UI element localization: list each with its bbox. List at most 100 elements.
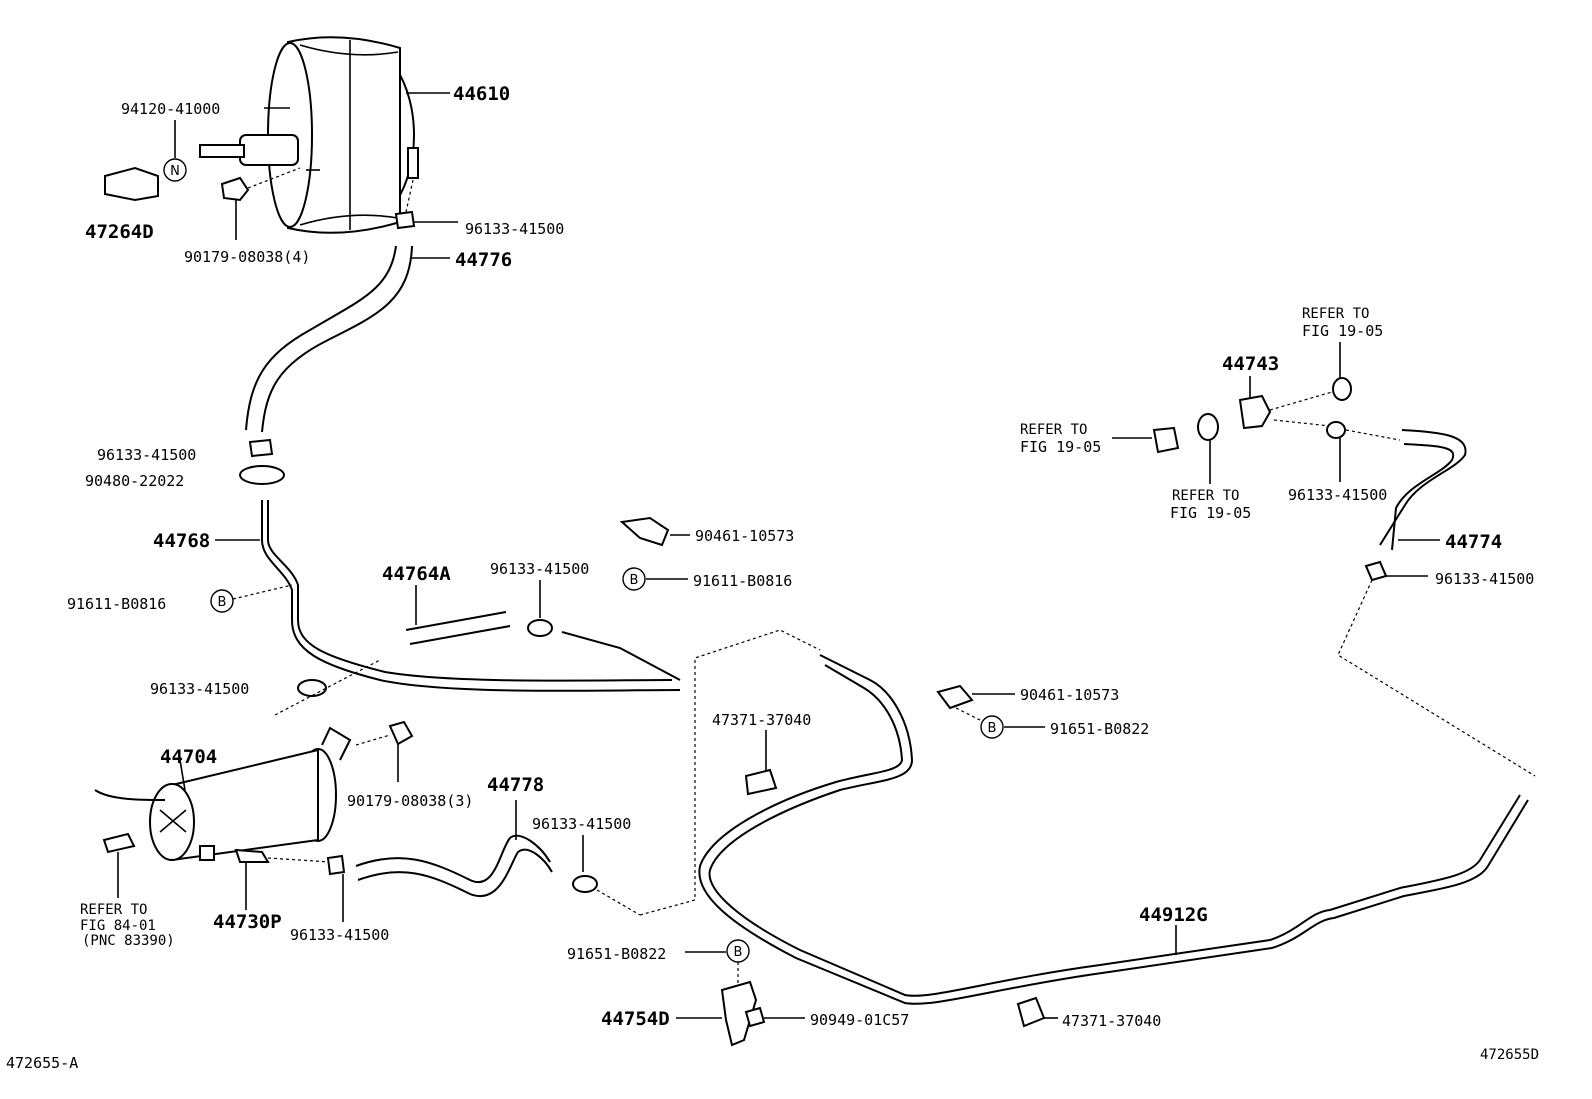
hose-44764A-edge [409, 625, 511, 645]
hose-44764A [405, 611, 507, 631]
label-91651-B0822-a: 91651-B0822 [567, 945, 666, 963]
label-44778: 44778 [487, 774, 544, 796]
clip-96133-41500-mid [248, 438, 274, 458]
label-90179-08038-4: 90179-08038(4) [184, 248, 310, 266]
washer-top [1332, 377, 1352, 401]
nut-90179-08038-3 [388, 720, 414, 746]
label-90461-10573-a: 90461-10573 [695, 527, 794, 545]
marker-n [163, 158, 187, 182]
label-44730P: 44730P [213, 911, 282, 933]
label-44743: 44743 [1222, 353, 1279, 375]
pnc-83390: (PNC 83390) [82, 933, 175, 949]
clip-96133-41500-top [394, 210, 416, 230]
switch-connector [1152, 426, 1180, 454]
label-44754D: 44754D [601, 1008, 670, 1030]
label-96133-41500-g: 96133-41500 [1288, 486, 1387, 504]
label-47371-37040-b: 47371-37040 [1062, 1012, 1161, 1030]
pipe-44912G-edge [698, 664, 1529, 1005]
grommet-90480-22022 [239, 465, 285, 485]
label-96133-41500-h: 96133-41500 [1435, 570, 1534, 588]
dotted-guide [267, 857, 331, 863]
label-96133-41500-c: 96133-41500 [150, 680, 249, 698]
marker-b-text: B [218, 595, 227, 610]
dotted-guide [232, 584, 293, 600]
marker-b [622, 567, 646, 591]
dotted-guide [355, 734, 391, 746]
canister-44704 [94, 726, 352, 862]
label-96133-41500-b: 96133-41500 [97, 446, 196, 464]
clip-47371-37040-a [744, 768, 778, 796]
dotted-guide [1337, 579, 1536, 777]
pipe-44768 [261, 500, 681, 692]
label-96133-41500-f: 96133-41500 [290, 926, 389, 944]
clamp-90461-10573-b [936, 684, 974, 710]
hose-44776 [245, 245, 397, 431]
refer-text-19-05-top: REFER TO [1302, 306, 1369, 322]
pipe-end [561, 631, 681, 681]
label-91651-B0822-b: 91651-B0822 [1050, 720, 1149, 738]
label-47264D: 47264D [85, 221, 154, 243]
dotted-guide [596, 889, 641, 916]
hose-44776-edge [261, 245, 413, 433]
leader-44704 [179, 759, 186, 791]
fig-84-01: FIG 84-01 [80, 918, 156, 934]
clamp-90461-10573-a [619, 516, 670, 547]
fig-19-05-bottom: FIG 19-05 [1170, 504, 1251, 522]
marker-n-text: N [170, 164, 180, 179]
clip-96133-41500-e [572, 875, 598, 893]
refer-text-19-05-bottom: REFER TO [1172, 488, 1239, 504]
label-44912G: 44912G [1139, 904, 1208, 926]
label-94120-41000: 94120-41000 [121, 100, 220, 118]
clip-96133-41500-f [326, 854, 346, 876]
hose-44774-edge [1391, 443, 1455, 551]
pipe-44912G [708, 654, 1521, 997]
marker-b-text: B [734, 945, 743, 960]
label-91611-B0816-b: 91611-B0816 [693, 572, 792, 590]
marker-b-text: B [988, 721, 997, 736]
clip-96133-41500-g [1326, 421, 1346, 439]
washer-left [1197, 413, 1219, 441]
label-44764A: 44764A [382, 563, 451, 585]
marker-b [210, 589, 234, 613]
dotted-guide [274, 659, 381, 716]
pipe-44768-edge [267, 500, 673, 682]
label-44704: 44704 [160, 746, 217, 768]
clip-96133-41500-d [527, 619, 553, 637]
clip-90949-01C57 [744, 1006, 766, 1028]
refer-text-19-05-left: REFER TO [1020, 422, 1087, 438]
clevis-47264D [104, 166, 159, 202]
clip-96133-41500-h [1364, 560, 1388, 582]
footer-left-code: 472655-A [6, 1054, 78, 1072]
footer-right-code: 472655D [1480, 1047, 1539, 1063]
dotted-guide [1345, 429, 1401, 441]
bracket-44754D [720, 980, 758, 1047]
valve-44730P [234, 848, 270, 863]
hose-44778 [355, 834, 551, 884]
fig-19-05-left: FIG 19-05 [1020, 438, 1101, 456]
dotted-guide [639, 629, 821, 916]
label-44774: 44774 [1445, 531, 1502, 553]
label-90949-01C57: 90949-01C57 [810, 1011, 909, 1029]
hose-44778-edge [357, 848, 553, 898]
union-44743 [1238, 394, 1272, 430]
refer-text-84-01: REFER TO [80, 902, 147, 918]
clip-47371-37040-b [1016, 996, 1046, 1028]
marker-b [980, 715, 1004, 739]
label-96133-41500-d: 96133-41500 [490, 560, 589, 578]
fig-19-05-top: FIG 19-05 [1302, 322, 1383, 340]
marker-b-text: B [630, 573, 639, 588]
label-91611-B0816-a: 91611-B0816 [67, 595, 166, 613]
label-44610: 44610 [453, 83, 510, 105]
dotted-guide [955, 707, 985, 723]
label-96133-41500-e: 96133-41500 [532, 815, 631, 833]
label-90461-10573-b: 90461-10573 [1020, 686, 1119, 704]
nut-90179-08038-4 [220, 176, 250, 202]
hose-44774 [1379, 429, 1467, 546]
brake-booster [199, 36, 419, 234]
dotted-guide [1269, 391, 1333, 411]
label-90179-08038-3: 90179-08038(3) [347, 792, 473, 810]
label-44776: 44776 [455, 249, 512, 271]
label-47371-37040-a: 47371-37040 [712, 711, 811, 729]
